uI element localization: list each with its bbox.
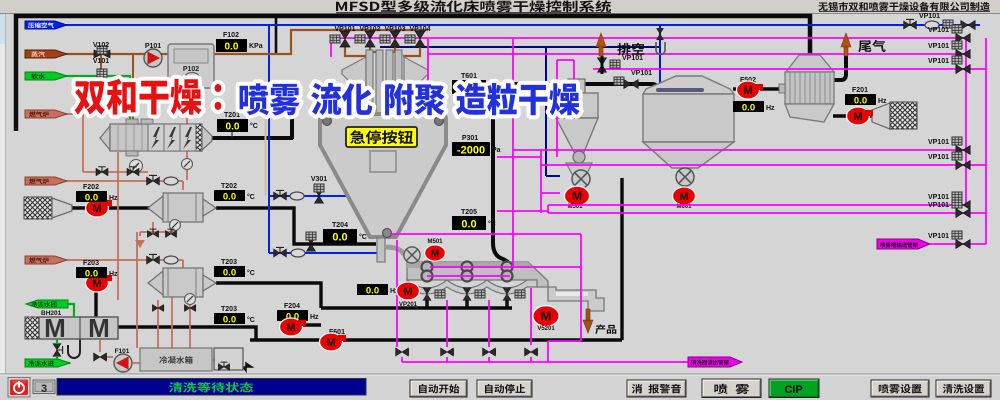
svg-text:T601: T601 (461, 73, 477, 80)
svg-text:P101: P101 (145, 43, 161, 50)
svg-text:M501: M501 (567, 204, 583, 210)
svg-text:°C: °C (488, 220, 496, 228)
svg-text:°C: °C (247, 316, 255, 324)
svg-text:BH201: BH201 (41, 310, 62, 317)
svg-text:VP101: VP101 (919, 13, 940, 20)
svg-text:F204: F204 (284, 303, 300, 310)
svg-text:VP201: VP201 (399, 302, 418, 308)
svg-text:F201: F201 (852, 87, 868, 94)
svg-text:°C: °C (250, 122, 258, 130)
svg-text:0.0: 0.0 (85, 269, 98, 280)
svg-text:0.0: 0.0 (223, 315, 236, 326)
svg-text:T204: T204 (332, 222, 348, 229)
svg-text:VP101: VP101 (928, 154, 949, 161)
svg-text:VP101: VP101 (928, 27, 949, 34)
svg-text:CIP: CIP (784, 384, 802, 396)
svg-text:F601: F601 (329, 329, 345, 336)
svg-text:F202: F202 (83, 184, 99, 191)
svg-text:-2000: -2000 (457, 145, 485, 157)
svg-text:VP103: VP103 (384, 26, 405, 33)
svg-text:Hz: Hz (390, 288, 399, 295)
svg-text:Hz: Hz (878, 98, 887, 105)
svg-text:0.0: 0.0 (85, 193, 98, 204)
svg-text:Hz: Hz (109, 195, 118, 202)
svg-text:P301: P301 (462, 135, 478, 142)
svg-text:T203: T203 (221, 259, 237, 266)
svg-text:VP101: VP101 (928, 58, 949, 65)
svg-text:M: M (44, 313, 66, 343)
svg-text:VP104: VP104 (409, 26, 430, 33)
svg-text:VP102: VP102 (359, 26, 380, 33)
svg-text:Hz: Hz (109, 271, 118, 278)
svg-text:T203: T203 (221, 306, 237, 313)
svg-text:VP101: VP101 (928, 43, 949, 50)
svg-text:0.0: 0.0 (366, 286, 379, 297)
svg-text:Hz: Hz (310, 314, 319, 321)
svg-text:VP101: VP101 (928, 194, 949, 201)
svg-text:VP101: VP101 (928, 139, 949, 146)
svg-text:P102: P102 (183, 66, 199, 73)
svg-text:T202: T202 (221, 183, 237, 190)
svg-text:F102: F102 (223, 32, 239, 39)
svg-text:M501: M501 (427, 239, 443, 245)
svg-text:0.0: 0.0 (332, 232, 347, 244)
svg-text:°C: °C (359, 233, 367, 241)
svg-text:0.0: 0.0 (225, 42, 239, 53)
svg-text:3: 3 (41, 383, 47, 395)
svg-text:0.0: 0.0 (854, 96, 867, 107)
svg-text:VP101: VP101 (631, 70, 652, 77)
svg-text:VP101: VP101 (622, 55, 643, 62)
svg-text:V102: V102 (93, 42, 109, 49)
svg-text:Hz: Hz (766, 105, 775, 112)
svg-text:0.0: 0.0 (226, 122, 240, 133)
svg-text:F101: F101 (115, 348, 130, 355)
svg-text:0.0: 0.0 (742, 103, 755, 114)
svg-text:°C: °C (247, 193, 255, 201)
svg-text:0.0: 0.0 (286, 312, 299, 323)
svg-text:M: M (88, 313, 110, 343)
svg-text:M601: M601 (676, 204, 692, 210)
svg-text:V301: V301 (311, 176, 327, 183)
svg-text:Pa: Pa (492, 147, 501, 154)
svg-text:VP101: VP101 (928, 202, 949, 209)
svg-text:V101: V101 (93, 58, 109, 65)
svg-text:0.0: 0.0 (461, 219, 476, 231)
svg-text:KPa: KPa (249, 43, 263, 50)
svg-text:F203: F203 (83, 260, 99, 267)
svg-text:VP101: VP101 (928, 233, 949, 240)
svg-text:0.0: 0.0 (223, 192, 236, 203)
svg-text:V5201: V5201 (537, 326, 555, 332)
svg-text:VP101: VP101 (334, 26, 355, 33)
svg-text:0.0: 0.0 (223, 268, 236, 279)
svg-text:T201: T201 (224, 112, 240, 119)
svg-text:T205: T205 (461, 209, 477, 216)
svg-text:°C: °C (247, 269, 255, 277)
